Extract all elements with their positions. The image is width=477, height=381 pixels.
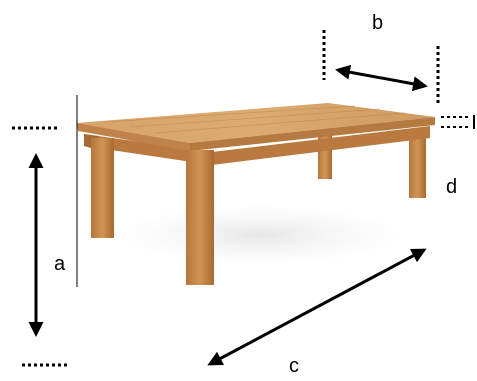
table-shadow [80, 197, 440, 273]
dimension-b-label: b [372, 12, 384, 34]
dimension-c-label: c [289, 355, 299, 377]
dimension-d [441, 115, 475, 129]
table-illustration [77, 103, 435, 285]
dimension-c [207, 248, 427, 366]
table-apron-front [84, 126, 430, 165]
dimension-d-label: d [446, 176, 458, 198]
dimension-a-label: a [54, 253, 66, 275]
front-middle-leg [186, 150, 214, 285]
back-right-leg [409, 138, 426, 198]
dimension-c-arrow [207, 248, 427, 366]
dimension-a [12, 95, 78, 367]
table-top-edge-front [77, 123, 190, 151]
front-left-leg [91, 138, 114, 238]
dimension-b-arrow [335, 64, 428, 92]
table-top [77, 103, 435, 143]
plank-lines [104, 105, 406, 134]
dimension-b [322, 30, 440, 103]
table-top-edge-side [190, 117, 435, 151]
